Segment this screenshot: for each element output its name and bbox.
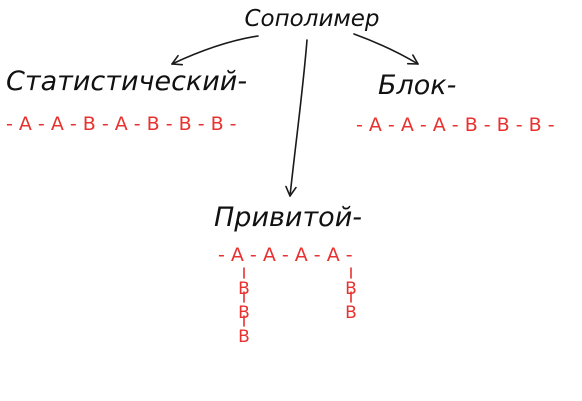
- block-chain: - A - A - A - B - B - B -: [356, 114, 555, 136]
- statistical-label: Статистический-: [6, 66, 247, 97]
- branch-monomer: B: [345, 303, 357, 323]
- graft-label: Привитой-: [214, 202, 362, 233]
- arrow-to-block: [353, 33, 419, 65]
- arrow-to-graft: [285, 39, 308, 197]
- branch-monomer: B: [238, 327, 250, 347]
- branch-monomer: B: [345, 279, 357, 299]
- root-label: Сополимер: [245, 6, 380, 32]
- arrow-to-statistical: [171, 35, 259, 66]
- graft-branch-right: BB: [345, 267, 357, 323]
- statistical-chain: - A - A - B - A - B - B - B -: [6, 113, 237, 135]
- block-label: Блок-: [378, 70, 456, 101]
- branch-monomer: B: [238, 279, 250, 299]
- graft-chain: - A - A - A - A -: [218, 244, 353, 266]
- branch-monomer: B: [238, 303, 250, 323]
- graft-branch-left: BBB: [238, 267, 250, 347]
